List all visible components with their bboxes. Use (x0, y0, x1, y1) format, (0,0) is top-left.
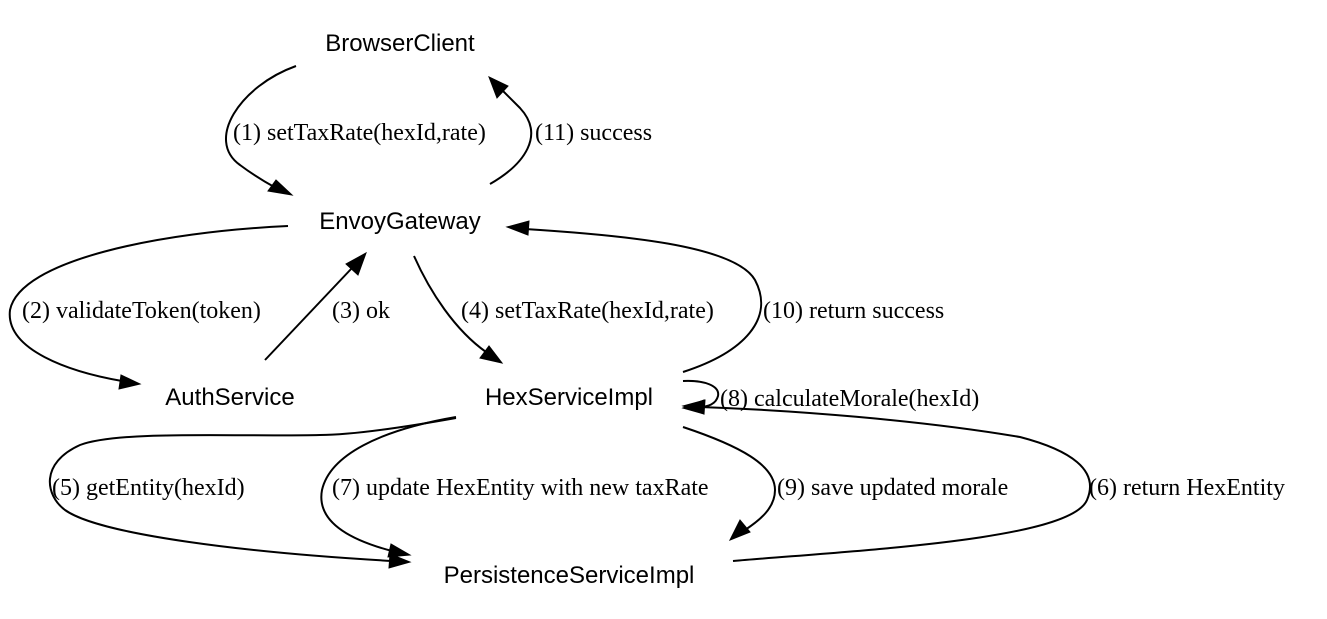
arrowhead-edge-9 (728, 519, 751, 541)
edge-label-3: (3) ok (332, 298, 390, 324)
edge-label-8: (8) calculateMorale(hexId) (720, 386, 979, 412)
edge-return-hex-entity (699, 406, 1091, 562)
arrowhead-edge-6 (681, 399, 706, 415)
edge-label-2: (2) validateToken(token) (22, 298, 261, 324)
node-hex-service-impl: HexServiceImpl (485, 384, 653, 411)
edge-set-tax-rate-hex (413, 255, 487, 353)
arrowhead-edge-4 (479, 345, 504, 364)
edge-label-9: (9) save updated morale (777, 475, 1008, 501)
edge-label-5: (5) getEntity(hexId) (52, 475, 245, 501)
edge-update-hex-entity (320, 416, 457, 552)
edge-set-tax-rate-client (225, 65, 297, 189)
arrowhead-edge-5 (388, 553, 412, 569)
arrowhead-edge-3 (345, 251, 367, 276)
edge-label-6: (6) return HexEntity (1089, 475, 1285, 501)
arrowhead-edge-10 (505, 220, 530, 236)
node-persistence-service-impl: PersistenceServiceImpl (444, 562, 695, 589)
node-browser-client: BrowserClient (325, 30, 475, 57)
arrowhead-edge-1 (267, 179, 294, 196)
edge-ok (264, 267, 353, 361)
arrowhead-edge-7 (387, 543, 412, 558)
edge-success-to-client (489, 87, 533, 185)
arrowhead-edge-11 (488, 76, 509, 99)
edge-calculate-morale (682, 379, 720, 408)
node-envoy-gateway: EnvoyGateway (319, 208, 480, 235)
edge-label-10: (10) return success (763, 298, 944, 324)
edge-label-1: (1) setTaxRate(hexId,rate) (233, 120, 486, 146)
edge-label-4: (4) setTaxRate(hexId,rate) (461, 298, 714, 324)
edge-return-success (524, 228, 763, 373)
edge-save-updated-morale (682, 426, 777, 531)
edge-label-7: (7) update HexEntity with new taxRate (332, 475, 709, 501)
edge-validate-token (8, 225, 289, 382)
arrowhead-edge-2 (118, 374, 142, 390)
node-auth-service: AuthService (165, 384, 294, 411)
edge-label-11: (11) success (535, 120, 652, 146)
edge-get-entity (48, 417, 457, 562)
